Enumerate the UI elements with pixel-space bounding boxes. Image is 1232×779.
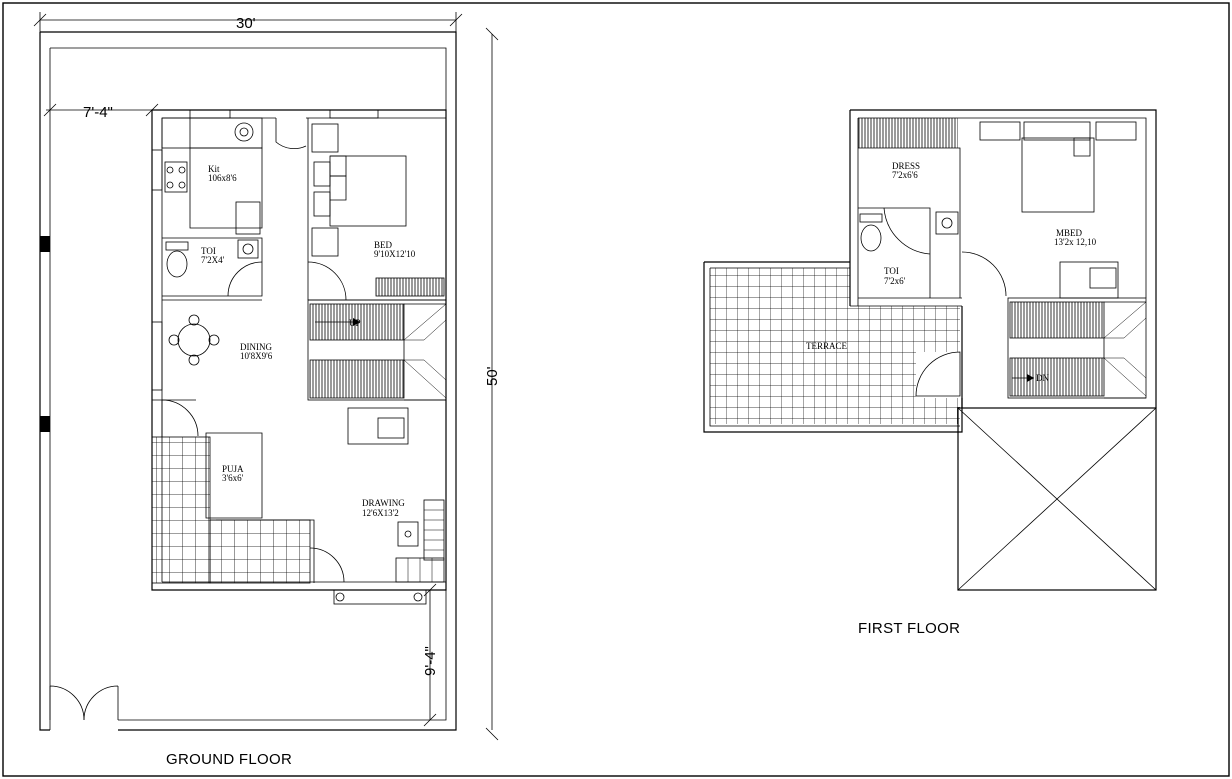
terrace-door-clear [916,352,960,398]
first-floor-plan: DRESS 7'2x6'6 TOI 7'2x6' MBED 13'2x 12,1… [703,109,1157,637]
window-ff [1023,121,1091,141]
room-toi-ff-name: TOI [884,266,899,276]
gate-leaf [83,685,119,721]
kitchen-platform [161,117,263,149]
side-table [313,191,331,217]
room-drawing-name: DRAWING [362,498,405,508]
dress-hatch [858,118,958,148]
room-dining-size: 10'8X9'6 [240,351,273,361]
terrace-door [915,351,961,397]
room-terrace-name: TERRACE [806,341,848,351]
pillar [40,416,50,432]
dress-door [883,207,931,255]
room-kit-size: 106x8'6 [208,173,237,183]
washbasin [237,239,259,259]
sink-drain [239,127,249,137]
dress-wall [858,147,962,299]
open-to-sky [957,407,1157,591]
terrace-wall [703,261,963,433]
wc-bowl [166,250,188,278]
staircase-first [1007,297,1147,399]
room-puja-name: PUJA [222,464,244,474]
dim-side-setback: 9'-4" [422,646,439,676]
window-ff [1095,121,1137,141]
room-dining-name: DINING [240,342,272,352]
dim-front-setback: 7'-4" [83,104,113,121]
room-drawing-size: 12'6X13'2 [362,508,399,518]
window [329,109,379,119]
study-table [1059,261,1119,299]
mbed-door [961,251,1007,297]
room-toi-size: 7'2X4' [201,255,225,265]
window-ff [979,121,1021,141]
bed [329,155,407,227]
ground-floor-plan: 30' 50' 7'-4" 9'-4" Kit 106x8'6 TOI 7'2X… [33,12,501,768]
first-floor-caption: FIRST FLOOR [858,620,960,637]
room-dress-size: 7'2x6'6 [892,170,918,180]
gate-leaf [49,685,85,721]
dining-table [177,323,211,357]
first-floor-outer-wall [849,109,1157,408]
stair-up-label: UP [349,318,361,328]
wc-tank [165,241,189,251]
master-bed [1021,137,1095,213]
pillar [40,236,50,252]
room-mbed-name: MBED [1056,228,1083,238]
window [151,321,163,391]
bed-door [307,261,347,301]
drawing-door [309,547,345,583]
dim-plot-width: 30' [236,15,256,32]
room-mbed-size: 13'2x 12,10 [1054,237,1097,247]
stair-dn-label: DN [1036,373,1049,383]
washbasin-ff [935,211,959,235]
fridge [235,201,261,235]
dim-plot-depth: 50' [484,366,501,386]
terrace-tiles [710,268,850,424]
chair [311,227,339,257]
side-table [313,161,331,187]
room-kit-name: Kit [208,164,220,174]
wardrobe [311,123,339,153]
room-bed-size: 9'10X12'10 [374,249,416,259]
dining-drawing-wall [152,399,196,437]
room-toi-ff-size: 7'2x6' [884,276,906,286]
verandah-tiles [151,436,211,584]
puja-wall [205,432,315,583]
wc-tank-ff [859,213,883,223]
room-toi-name: TOI [201,246,216,256]
toilet-door [227,261,263,297]
staircase-ground [307,299,447,401]
room-bed-name: BED [374,240,393,250]
room-puja-size: 3'6x6' [222,473,244,483]
radiator-hatch [375,277,445,297]
sink [234,122,254,142]
verandah-tiles [209,519,311,584]
sofa-table [347,407,409,445]
dining-door [161,399,199,437]
drawing-table [397,521,419,547]
kitchen-door [275,118,307,150]
ground-floor-caption: GROUND FLOOR [166,751,292,768]
stove [164,161,188,193]
room-dress-name: DRESS [892,161,920,171]
compound-wall-outer [39,31,457,731]
toilet-wall [162,237,263,297]
window [151,149,163,191]
main-door-sill [333,589,427,605]
window [189,109,231,119]
wc-bowl-ff [860,224,882,252]
bedroom-wall [307,118,446,301]
